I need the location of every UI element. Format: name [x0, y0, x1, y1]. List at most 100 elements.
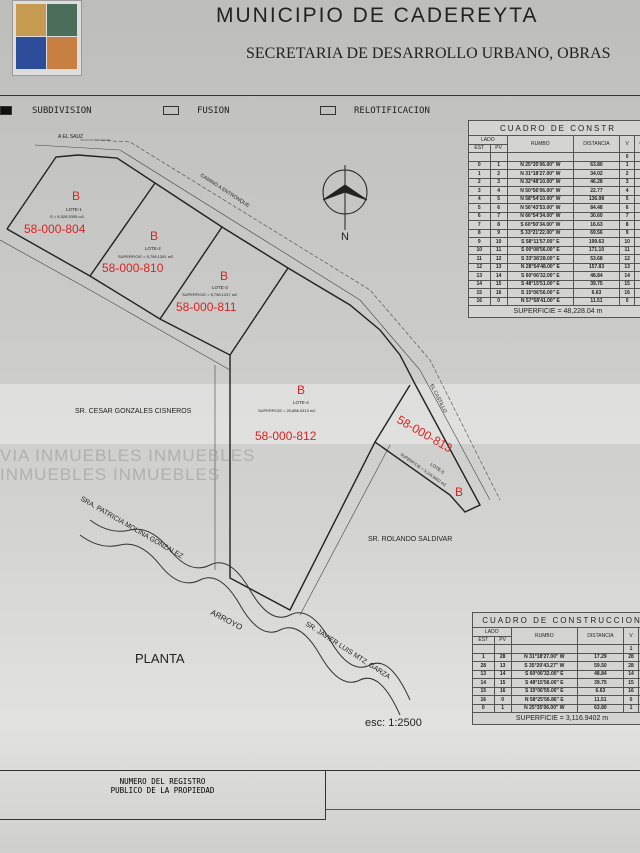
table-cell: N 66°54'34.00" W: [506, 211, 575, 221]
arroyo-line: [79, 534, 401, 716]
table-cell: 13: [618, 262, 636, 272]
table-cell: 8: [468, 228, 491, 238]
table-cell: 46.28: [573, 177, 620, 187]
lot-boundary: [6, 154, 481, 611]
column-header: EST: [468, 143, 491, 153]
table-cell: 1: [622, 644, 640, 654]
table-cell: 8: [489, 220, 508, 230]
table-cell: 16: [493, 686, 512, 696]
table-cell: 1: [618, 160, 636, 170]
lot-mark: B: [455, 485, 463, 499]
table-cell: 84.48: [573, 203, 620, 213]
table-cell: 1: [622, 703, 640, 713]
scale-label: esc: 1:2500: [365, 717, 422, 729]
lot-1: B LOTE-1 S = 8,528.5305 m2 58-000-804: [24, 189, 86, 236]
table-cell: [634, 152, 640, 162]
table-cell: 3: [468, 186, 491, 196]
table-cell: 53.68: [573, 254, 620, 264]
table-cell: N 58°25'56.86" E: [510, 695, 578, 705]
table-superficie: SUPERFICIE = 48,228.04 m: [468, 305, 640, 318]
table-cell: 13: [489, 262, 508, 272]
table-cell: 28: [472, 661, 495, 671]
table-row: 0: [468, 152, 640, 162]
table-cell: [634, 228, 640, 238]
table-cell: 12: [618, 254, 636, 264]
table-cell: 9: [618, 228, 636, 238]
construction-table-main: CUADRO DE CONSTR LADORUMBODISTANCIAVC ES…: [468, 120, 640, 318]
table-cell: 2: [468, 177, 491, 187]
lot-3: B LOTE-3 SUPERFICIE = 5,798.1247 m2 58-0…: [176, 269, 238, 314]
lot-divider: [159, 226, 223, 320]
table-cell: S 48°15'56.00" E: [510, 678, 578, 688]
table-cell: 8: [618, 220, 636, 230]
table-cell: 9: [468, 237, 491, 247]
watermark-band: [0, 384, 640, 444]
table-cell: [634, 220, 640, 230]
table-row: 1: [472, 644, 640, 654]
table-cell: 3: [618, 177, 636, 187]
road-label: ARROYO: [209, 608, 244, 632]
table-cell: 4: [468, 194, 491, 204]
lot-divider: [229, 267, 289, 356]
table-cell: 14: [468, 279, 491, 289]
table-cell: 157.83: [573, 262, 620, 272]
table-cell: S 35°20'43.27" W: [510, 661, 578, 671]
table-cell: 12: [489, 254, 508, 264]
registry-box: NUMERO DEL REGISTRO PUBLICO DE LA PROPIE…: [0, 770, 326, 820]
table-cell: 28: [493, 652, 512, 662]
lot-2: B LOTE-2 SUPERFICIE = 5,798.1281 m2 58-0…: [102, 229, 174, 275]
table-cell: [634, 169, 640, 179]
registry-label: PUBLICO DE LA PROPIEDAD: [110, 786, 215, 795]
table-cell: 7: [618, 211, 636, 221]
lot-mark: B: [220, 269, 228, 283]
table-cell: [634, 296, 640, 306]
lot-5: B LOTE-5 SUPERFICIE = 3,116.9402 m2 58-0…: [395, 412, 464, 499]
registry-footer: NUMERO DEL REGISTRO PUBLICO DE LA PROPIE…: [0, 770, 640, 824]
lot-mark: B: [297, 383, 305, 397]
table-cell: [576, 644, 624, 654]
table-cell: 28: [622, 661, 640, 671]
cadastral-number: 58-000-812: [255, 429, 317, 443]
north-arrow-icon: [322, 165, 368, 230]
neighbor-label: SR. CESAR GONZALES CISNEROS: [75, 408, 192, 415]
column-header: EST: [472, 635, 495, 645]
table-cell: N 28°54'48.00" E: [506, 262, 575, 272]
table-cell: 11.51: [576, 695, 624, 705]
legend-fusion: FUSION: [163, 106, 230, 116]
setback-line: [0, 239, 231, 371]
table-cell: 63.80: [573, 160, 620, 170]
planta-label: PLANTA: [135, 651, 185, 666]
lot-4: B LOTE-4 SUPERFICIE = 20,886.0313 m2 58-…: [255, 383, 317, 443]
table-cell: 5: [489, 194, 508, 204]
table-cell: 13: [468, 271, 491, 281]
table-cell: 1: [472, 652, 495, 662]
lot-area: SUPERFICIE = 5,798.1247 m2: [182, 292, 238, 297]
table-cell: 1: [468, 169, 491, 179]
table-cell: 34.02: [573, 169, 620, 179]
table-cell: N 31°18'27.00" W: [506, 169, 575, 179]
table-cell: 15: [472, 686, 495, 696]
table-cell: 59.50: [576, 661, 624, 671]
table-cell: 15: [468, 288, 491, 298]
table-cell: N 57°58'41.00" E: [506, 296, 575, 306]
cadastral-number: 58-000-813: [395, 412, 455, 455]
table-title: CUADRO DE CONSTR: [468, 120, 640, 136]
table-cell: [634, 211, 640, 221]
table-cell: 6: [489, 203, 508, 213]
neighbor-label: SRA. PATRICIA MOLINA GONZALEZ: [79, 496, 185, 561]
table-cell: 7: [468, 220, 491, 230]
table-cell: 6: [468, 211, 491, 221]
table-cell: [510, 644, 578, 654]
table-cell: 0: [472, 703, 495, 713]
table-cell: [468, 152, 491, 162]
